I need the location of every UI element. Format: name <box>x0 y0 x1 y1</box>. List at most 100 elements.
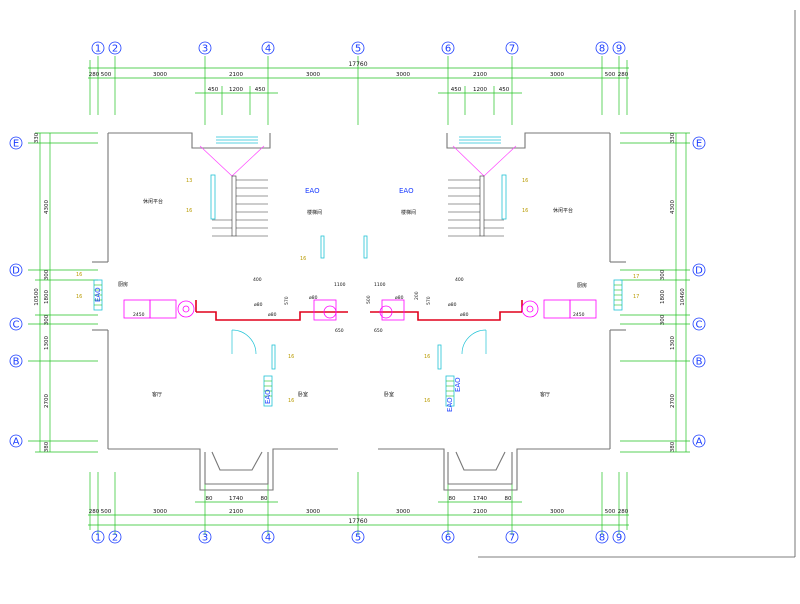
room-bedroom-right: 卧室 <box>384 391 394 398</box>
dim-sub-bot-r0: 80 <box>449 496 456 502</box>
axis-label-C-right: C <box>696 320 703 331</box>
dim-sub-top-l1: 1200 <box>229 87 243 93</box>
tag-11: 16 <box>424 398 430 404</box>
dim-left-2: 300 <box>44 269 50 280</box>
eao-label-bottom-left: EAO <box>264 389 272 404</box>
pipe-dim-9: 2450 <box>573 312 585 318</box>
dim-sub-top-r2: 450 <box>499 87 510 93</box>
dim-top-3: 2100 <box>229 72 243 78</box>
tag-9: 16 <box>288 398 294 404</box>
dim-top-6: 2100 <box>473 72 487 78</box>
tag-5: 16 <box>76 294 82 300</box>
pipe-dim-3: 400 <box>455 277 464 283</box>
eao-label-left: EAO <box>94 287 102 302</box>
room-balcony-right: 休闲平台 <box>553 207 573 214</box>
axis-label-5-bottom: 5 <box>355 533 361 544</box>
axis-bubbles-bottom <box>91 530 626 544</box>
overall-width-top: 17760 <box>348 61 367 68</box>
dim-bot-9: 280 <box>618 509 629 515</box>
tag-10: 16 <box>424 354 430 360</box>
riser-hatch-left <box>94 284 622 397</box>
axis-label-1-bottom: 1 <box>95 533 101 544</box>
overall-width-bottom: 17760 <box>348 518 367 525</box>
tag-7: 17 <box>633 294 639 300</box>
axis-label-6-bottom: 6 <box>445 533 451 544</box>
tag-4: 16 <box>76 272 82 278</box>
room-living-right: 客厅 <box>540 391 550 398</box>
dim-bot-5: 3000 <box>396 509 410 515</box>
axis-label-8: 8 <box>599 44 605 55</box>
tag-6: 17 <box>633 274 639 280</box>
dim-sub-top-l2: 450 <box>255 87 266 93</box>
dim-right-5: 1300 <box>670 336 676 350</box>
dim-sub-top-r0: 450 <box>451 87 462 93</box>
dim-right-2: 300 <box>660 269 666 280</box>
axis-label-4-bottom: 4 <box>265 533 271 544</box>
dim-right-4: 300 <box>660 314 666 325</box>
axis-label-D-right: D <box>695 266 703 277</box>
left-dimensions: 330 4300 300 1800 300 1300 2700 380 1050… <box>34 132 50 452</box>
pipe-dim-2: 1100 <box>374 282 386 288</box>
top-dimensions: 17760 280 500 3000 2100 3000 3000 2100 3… <box>89 61 629 93</box>
dim-sub-bot-l1: 1740 <box>229 496 243 502</box>
dim-right-total: 10460 <box>680 288 686 306</box>
dim-top-8: 500 <box>605 72 616 78</box>
dim-right-7: 380 <box>670 441 676 452</box>
axis-label-3-bottom: 3 <box>202 533 208 544</box>
pipe-dim-10: 500 <box>366 295 372 304</box>
axis-labels-bottom: 1 2 3 4 5 6 7 8 9 <box>95 533 622 544</box>
room-kitchen-right: 厨房 <box>577 282 587 289</box>
dim-top-2: 3000 <box>153 72 167 78</box>
dim-top-1: 500 <box>101 72 112 78</box>
axis-label-9-bottom: 9 <box>616 533 622 544</box>
room-kitchen-left: 厨房 <box>118 281 128 288</box>
pipe-tags: ø80 ø80 ø80 ø80 ø80 ø80 <box>254 295 469 318</box>
axis-label-C-left: C <box>13 320 20 331</box>
eao-label-top-right: EAO <box>399 187 414 195</box>
axis-label-B-right: B <box>696 357 703 368</box>
tag-2: 16 <box>522 178 528 184</box>
tag-0: 13 <box>186 178 192 184</box>
axis-label-3: 3 <box>202 44 208 55</box>
pipe-dim-5: 570 <box>426 296 432 305</box>
dim-bot-8: 500 <box>605 509 616 515</box>
axis-label-8-bottom: 8 <box>599 533 605 544</box>
room-top-right: 楼梯间 <box>401 209 416 216</box>
axis-label-A-left: A <box>13 437 20 448</box>
dim-left-4: 300 <box>44 314 50 325</box>
axis-grid-lines <box>28 56 690 535</box>
pipe-dim-4: 570 <box>284 296 290 305</box>
building-outline <box>92 132 626 491</box>
axis-label-6: 6 <box>445 44 451 55</box>
axis-label-4: 4 <box>265 44 271 55</box>
room-top-left: 楼梯间 <box>307 209 322 216</box>
axis-label-E-left: E <box>13 139 19 150</box>
pipe-tag-2: ø80 <box>309 295 318 301</box>
dim-left-6: 2700 <box>44 394 50 408</box>
pipe-tag-4: ø80 <box>448 302 457 308</box>
eao-label-bottom-right-1: EAO <box>446 397 454 412</box>
axis-label-2: 2 <box>112 44 118 55</box>
dim-sub-top-r1: 1200 <box>473 87 487 93</box>
axis-label-9: 9 <box>616 44 622 55</box>
pipe-dimensions: 400 1100 1100 400 570 570 650 650 2450 2… <box>133 277 585 334</box>
dim-top-7: 3000 <box>550 72 564 78</box>
axis-label-7-bottom: 7 <box>509 533 515 544</box>
axis-labels-right: E D C B A <box>695 139 703 448</box>
dim-bot-7: 3000 <box>550 509 564 515</box>
dim-right-1: 4300 <box>670 200 676 214</box>
dim-sub-bot-l2: 80 <box>261 496 268 502</box>
stair-right <box>448 145 517 237</box>
dim-left-3: 1800 <box>44 290 50 304</box>
dim-left-total: 10500 <box>34 288 40 306</box>
tag-3: 16 <box>522 208 528 214</box>
dim-top-4: 3000 <box>306 72 320 78</box>
axis-bubbles-left <box>9 136 23 448</box>
tag-8: 16 <box>288 354 294 360</box>
room-bedroom-left: 卧室 <box>298 391 308 398</box>
exhaust-duct <box>195 300 523 321</box>
dim-bot-1: 500 <box>101 509 112 515</box>
tag-1: 16 <box>186 208 192 214</box>
